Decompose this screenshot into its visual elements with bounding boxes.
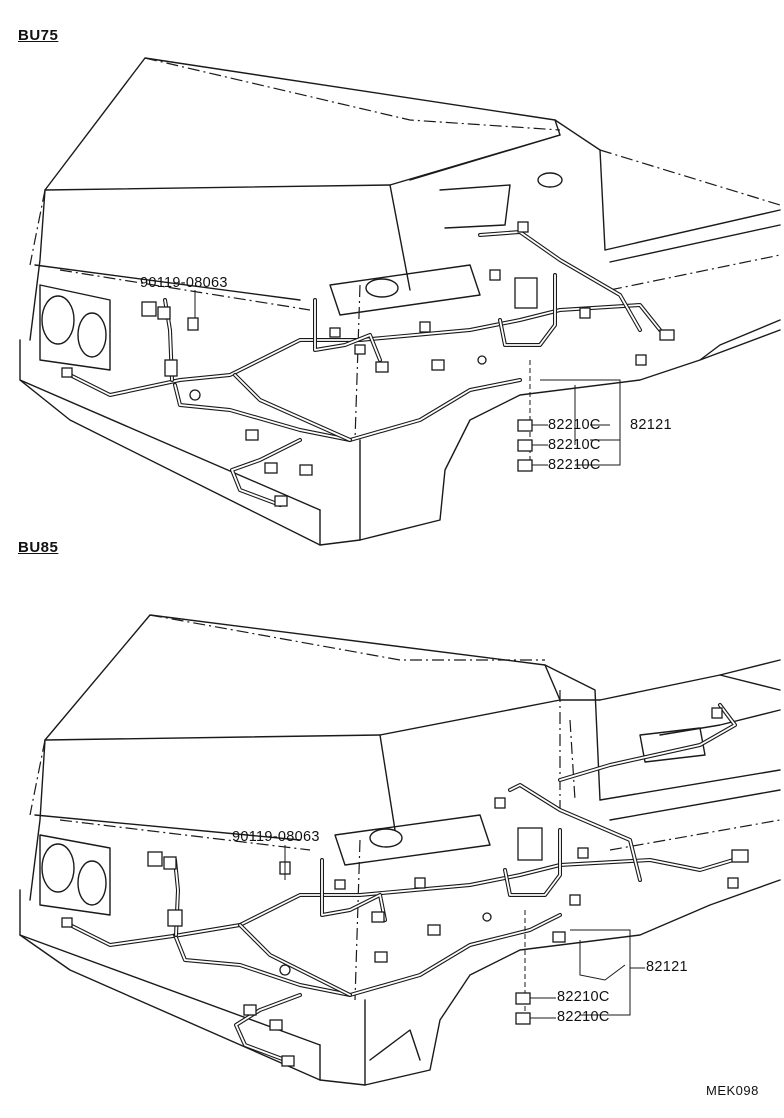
bolt-part-label-upper: 90119-08063 [140, 275, 228, 291]
upper-leaders [194, 290, 621, 470]
lower-truck-body [19, 614, 781, 1086]
relay-part-label-upper-2: 82210C [548, 437, 601, 453]
bracket-part-label-lower: 82121 [646, 959, 688, 975]
upper-relays [517, 419, 548, 472]
lower-relays [515, 992, 556, 1025]
bolt-part-label-lower: 90119-08063 [232, 829, 320, 845]
relay-part-label-lower-1: 82210C [557, 989, 610, 1005]
bracket-part-label-upper: 82121 [630, 417, 672, 433]
upper-wire-harness [68, 230, 662, 507]
upper-connectors [61, 221, 675, 507]
figure-reference: MEK098 [706, 1083, 759, 1098]
relay-part-label-lower-2: 82210C [557, 1009, 610, 1025]
lower-connectors [61, 707, 749, 1067]
model-label-lower: BU85 [18, 539, 59, 556]
model-label-upper: BU75 [18, 27, 59, 44]
upper-truck-body [19, 57, 781, 546]
relay-part-label-upper-1: 82210C [548, 417, 601, 433]
lower-wire-harness [68, 703, 742, 1062]
relay-part-label-upper-3: 82210C [548, 457, 601, 473]
